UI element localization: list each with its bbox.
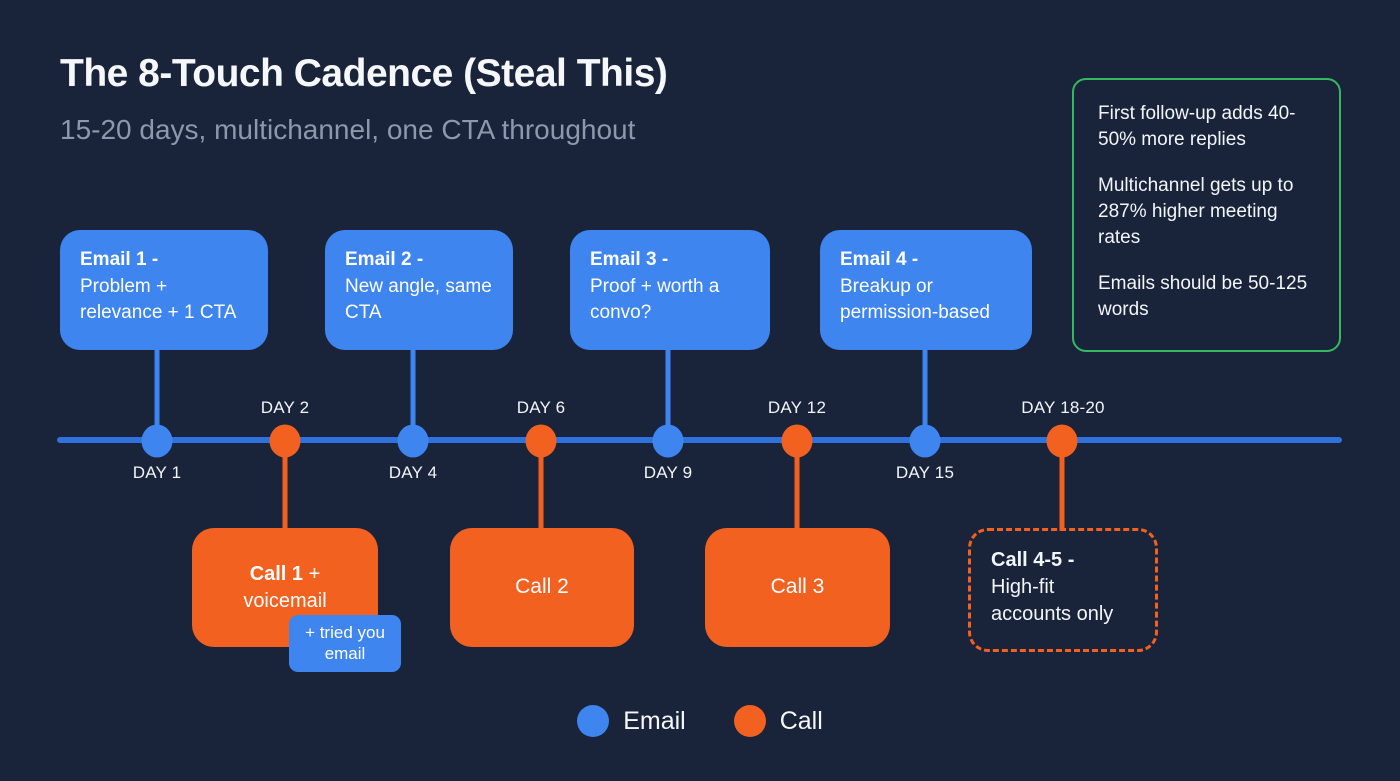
stat-item-multichannel: Multichannel gets up to 287% higher meet…: [1098, 175, 1294, 249]
legend-email-label: Email: [623, 706, 686, 735]
call-1-line2: voicemail: [243, 589, 327, 612]
connector-email-3: [665, 348, 671, 441]
call-1-note-tag: + tried you email: [289, 615, 401, 672]
connector-call-1: [282, 441, 288, 531]
email-swatch-icon: [577, 705, 610, 737]
connector-call-2: [538, 441, 544, 531]
day-label-9: DAY 9: [643, 463, 693, 482]
day-label-6: DAY 6: [516, 398, 566, 417]
call-4-5-box: Call 4-5 - High-fit accounts only: [968, 528, 1158, 652]
email-2-title: Email 2 -: [345, 249, 424, 270]
stat-item-email-length: Emails should be 50-125 words: [1098, 273, 1308, 321]
call-4-5-title: Call 4-5 -: [991, 549, 1075, 571]
legend-call-label: Call: [779, 706, 823, 735]
email-3-desc: Proof + worth a convo?: [590, 275, 720, 324]
email-1-box: Email 1 - Problem + relevance + 1 CTA: [60, 230, 268, 350]
email-4-title: Email 4 -: [840, 249, 919, 270]
legend-item-email: Email: [577, 705, 686, 737]
stats-box: First follow-up adds 40-50% more replies…: [1072, 78, 1341, 352]
email-3-title: Email 3 -: [590, 249, 669, 270]
email-1-title: Email 1 -: [80, 249, 159, 270]
connector-call-4-5: [1059, 441, 1065, 531]
legend: Email Call: [0, 705, 1400, 737]
timeline-dot-day-12: [781, 424, 813, 458]
connector-email-1: [154, 348, 160, 441]
day-label-4: DAY 4: [388, 463, 438, 482]
page-subtitle: 15-20 days, multichannel, one CTA throug…: [60, 114, 636, 145]
call-3-label: Call 3: [770, 575, 825, 599]
timeline-dot-day-15: [909, 424, 941, 458]
timeline-dot-day-1: [141, 424, 173, 458]
call-4-5-desc: High-fit accounts only: [991, 576, 1114, 625]
connector-call-3: [794, 441, 800, 531]
email-3-box: Email 3 - Proof + worth a convo?: [570, 230, 770, 350]
email-2-desc: New angle, same CTA: [345, 275, 492, 324]
connector-email-4: [922, 348, 928, 441]
day-label-1: DAY 1: [132, 463, 182, 482]
day-label-15: DAY 15: [895, 463, 955, 482]
timeline-dot-day-2: [269, 424, 301, 458]
email-4-desc: Breakup or permission-based: [840, 275, 990, 324]
timeline-dot-day-6: [525, 424, 557, 458]
call-1-title: Call 1 +: [249, 562, 321, 585]
call-swatch-icon: [733, 705, 766, 737]
day-label-12: DAY 12: [767, 398, 827, 417]
timeline-dot-day-18-20: [1046, 424, 1078, 458]
connector-email-2: [410, 348, 416, 441]
day-label-2: DAY 2: [260, 398, 310, 417]
email-4-box: Email 4 - Breakup or permission-based: [820, 230, 1032, 350]
legend-item-call: Call: [733, 705, 823, 737]
stat-item-followup: First follow-up adds 40-50% more replies: [1098, 103, 1296, 151]
timeline-dot-day-9: [652, 424, 684, 458]
email-2-box: Email 2 - New angle, same CTA: [325, 230, 513, 350]
day-label-18-20: DAY 18-20: [1021, 398, 1105, 417]
call-3-box: Call 3: [705, 528, 890, 647]
call-2-label: Call 2: [515, 575, 569, 599]
email-1-desc: Problem + relevance + 1 CTA: [80, 275, 237, 324]
timeline-axis: [57, 437, 1342, 443]
page-title: The 8-Touch Cadence (Steal This): [60, 52, 668, 95]
call-2-box: Call 2: [450, 528, 634, 647]
timeline-dot-day-4: [397, 424, 429, 458]
